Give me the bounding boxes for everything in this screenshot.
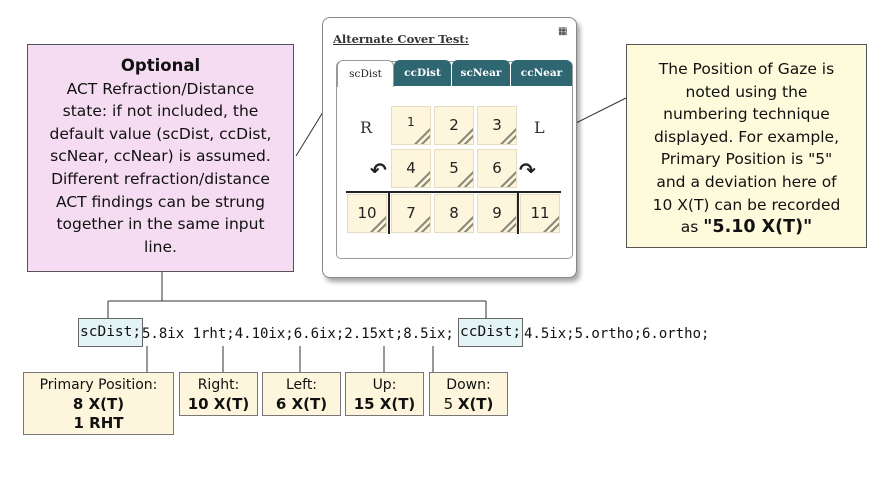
callout-line: together in the same input: [56, 215, 265, 234]
callout-line: 10 X(T) can be recorded: [652, 195, 841, 214]
rotate-left-icon: ↶: [370, 158, 387, 182]
annotation-primary: Primary Position: 8 X(T) 1 RHT: [23, 372, 174, 435]
position-of-gaze-callout: The Position of Gaze is noted using the …: [626, 44, 867, 248]
annotation-value: 15 X(T): [353, 395, 416, 413]
gaze-cell-2[interactable]: 2: [434, 106, 474, 145]
gaze-cell-11[interactable]: 11: [520, 194, 560, 233]
annotation-value: 1 RHT: [73, 414, 124, 432]
gaze-cell-1[interactable]: 1: [391, 106, 431, 145]
annotation-value: 6 X(T): [275, 395, 328, 413]
callout-line: displayed. For example,: [653, 127, 840, 146]
gaze-cell-9[interactable]: 9: [477, 194, 517, 233]
annotation-value: 10 X(T): [187, 395, 250, 413]
annotation-label: Left:: [285, 377, 318, 393]
callout-line: ACT findings can be strung: [55, 192, 266, 211]
callout-line: scNear, ccNear) is assumed.: [50, 147, 271, 166]
callout-line: Different refraction/distance: [51, 169, 270, 188]
rotate-right-icon: ↷: [519, 158, 536, 182]
gaze-cell-5[interactable]: 5: [434, 149, 474, 188]
annotation-left: Left: 6 X(T): [262, 372, 341, 416]
example-value: "5.10 X(T)": [703, 217, 813, 238]
annotation-up: Up: 15 X(T): [345, 372, 424, 416]
gaze-cell-10[interactable]: 10: [347, 194, 387, 233]
annotation-value: 8 X(T): [72, 395, 125, 413]
callout-line: ACT Refraction/Distance: [66, 79, 255, 98]
callout-line: and a deviation here of: [656, 172, 837, 191]
callout-line: numbering technique: [663, 105, 830, 124]
callout-line: Primary Position is "5": [660, 150, 833, 169]
grid-menu-icon[interactable]: ▦: [558, 26, 568, 37]
code-scdist: scDist;: [78, 318, 144, 347]
gaze-cell-7[interactable]: 7: [391, 194, 431, 233]
callout-line: The Position of Gaze is: [658, 60, 835, 78]
panel-title: Alternate Cover Test:: [333, 32, 469, 46]
annotation-value-plain: 5: [443, 395, 458, 413]
annotation-label: Up:: [372, 377, 397, 393]
tab-ccnear[interactable]: ccNear: [511, 60, 572, 86]
callout-prefix: as: [680, 218, 704, 237]
callout-line-last: as "5.10 X(T)": [631, 216, 862, 239]
callout-title: Optional: [120, 56, 201, 75]
tab-ccdist[interactable]: ccDist: [394, 60, 451, 86]
tab-scnear[interactable]: scNear: [452, 60, 510, 86]
left-eye-label: L: [534, 118, 545, 137]
annotation-value: X(T): [457, 395, 494, 413]
gaze-cell-3[interactable]: 3: [477, 106, 517, 145]
annotation-label: Right:: [197, 377, 240, 393]
callout-line: default value (scDist, ccDist,: [49, 124, 272, 143]
right-eye-label: R: [360, 118, 373, 137]
grid-bottom-divider: [346, 191, 561, 234]
gaze-cell-6[interactable]: 6: [477, 149, 517, 188]
annotation-label: Down:: [446, 377, 491, 393]
callout-line: line.: [144, 237, 177, 256]
annotation-down: Down: 5 X(T): [429, 372, 508, 416]
gaze-cell-4[interactable]: 4: [391, 149, 431, 188]
annotation-right: Right: 10 X(T): [179, 372, 258, 416]
callout-line: state: if not included, the: [62, 102, 259, 121]
code-ccdist: ccDist;: [458, 318, 524, 347]
code-segment-2: 4.5ix;5.ortho;6.ortho;: [524, 326, 710, 342]
callout-line: noted using the: [685, 82, 808, 101]
optional-callout: Optional ACT Refraction/Distance state: …: [27, 44, 294, 272]
tab-scdist[interactable]: scDist: [337, 60, 394, 87]
code-segment-1: 5.8ix 1rht;4.10ix;6.6ix;2.15xt;8.5ix;: [142, 326, 454, 342]
annotation-label: Primary Position:: [39, 377, 158, 393]
gaze-cell-8[interactable]: 8: [434, 194, 474, 233]
